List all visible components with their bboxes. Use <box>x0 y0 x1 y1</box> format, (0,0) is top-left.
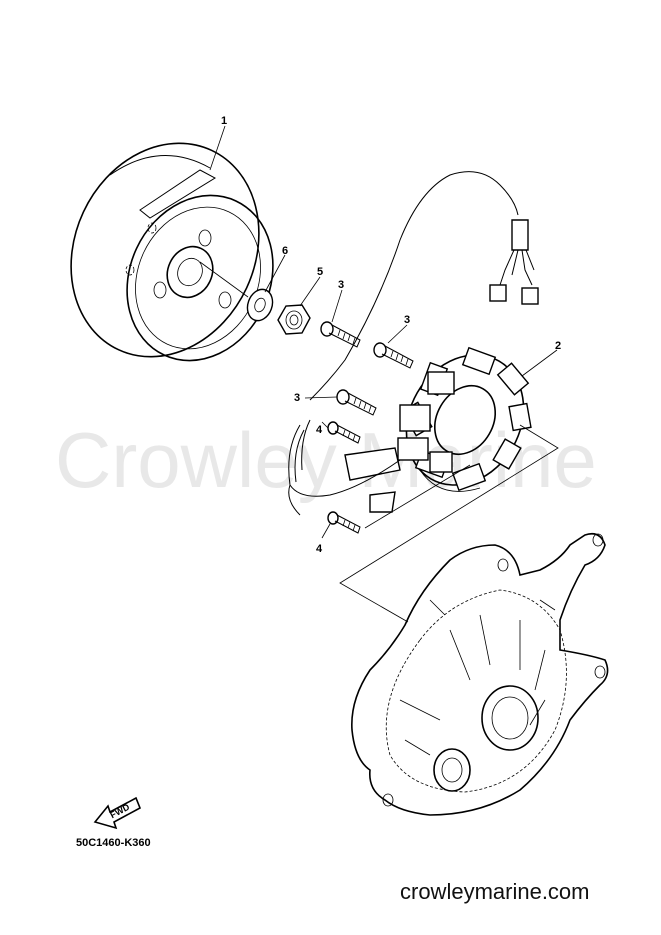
callout-1: 1 <box>221 115 227 127</box>
nut[interactable] <box>277 304 311 335</box>
crankcase-cover[interactable] <box>351 532 609 816</box>
diagram-code: 50C1460-K360 <box>76 837 151 849</box>
callout-3b: 3 <box>404 314 410 326</box>
bolt-middle[interactable] <box>373 342 414 369</box>
callout-2: 2 <box>555 340 561 352</box>
callout-4b: 4 <box>316 543 323 555</box>
callout-3c: 3 <box>294 392 300 404</box>
stator[interactable] <box>288 171 547 516</box>
callout-3a: 3 <box>338 279 344 291</box>
bolt-lower[interactable] <box>336 389 377 416</box>
callout-6: 6 <box>282 245 288 257</box>
site-footer[interactable]: crowleymarine.com <box>400 879 590 904</box>
screw-lower[interactable] <box>327 511 361 534</box>
assembly-guide-lines <box>339 424 559 623</box>
callout-4a: 4 <box>316 424 323 436</box>
fwd-arrow: FWD <box>93 796 142 830</box>
fwd-label: FWD <box>108 802 131 821</box>
bolt-top[interactable] <box>320 321 361 348</box>
screw-upper[interactable] <box>327 421 361 444</box>
flywheel[interactable] <box>37 112 299 387</box>
washer[interactable] <box>243 286 276 324</box>
callout-5: 5 <box>317 266 323 278</box>
